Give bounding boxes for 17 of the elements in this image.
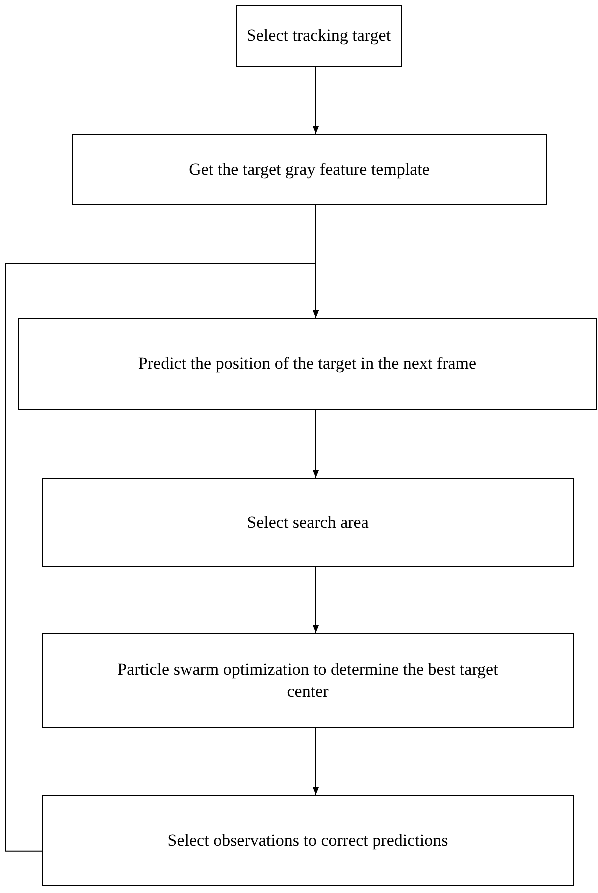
arrow — [6, 264, 320, 852]
process-box — [72, 134, 547, 205]
process-box — [42, 478, 574, 567]
box-label: Particle swarm optimization to determine the best target center — [116, 658, 500, 702]
process-box — [236, 5, 402, 67]
process-box — [42, 795, 574, 886]
box-label: Select observations to correct predictions — [168, 830, 448, 852]
process-box — [42, 633, 574, 728]
arrow — [312, 728, 320, 796]
box-label: Predict the position of the target in the next frame — [138, 353, 477, 375]
box-label: Select search area — [247, 512, 369, 534]
arrow — [312, 566, 320, 634]
process-box — [18, 318, 597, 410]
arrow — [312, 410, 320, 478]
box-label: Select tracking target — [246, 25, 392, 47]
arrow — [312, 66, 320, 134]
box-label: Get the target gray feature template — [189, 158, 430, 180]
